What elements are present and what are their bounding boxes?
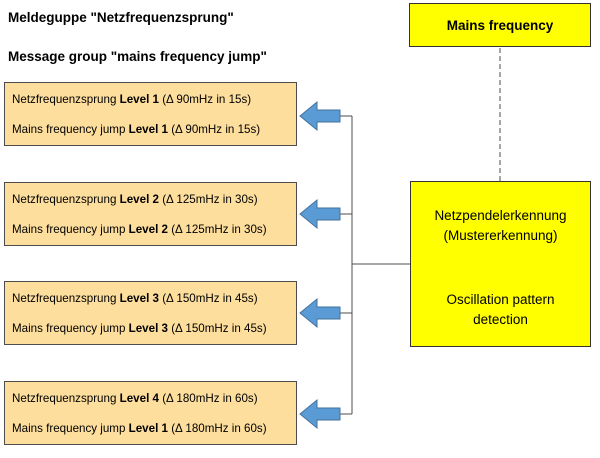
oscillation-detection-box: Netzpendelerkennung (Mustererkennung) Os…	[410, 181, 591, 347]
level-box-3: Netzfrequenzsprung Level 3 (Δ 150mHz in …	[4, 281, 297, 345]
arrow-left-icon	[299, 100, 341, 132]
level-1-german-text: Netzfrequenzsprung Level 1 (Δ 90mHz in 1…	[12, 93, 252, 106]
arrow-left-icon	[299, 198, 341, 230]
detection-line-english-1: Oscillation pattern	[446, 292, 555, 307]
level-1-english-text: Mains frequency jump Level 1 (Δ 90mHz in…	[12, 123, 261, 136]
level-2-english-text: Mains frequency jump Level 2 (Δ 125mHz i…	[12, 223, 267, 236]
level-2-german-text: Netzfrequenzsprung Level 2 (Δ 125mHz in …	[12, 193, 258, 206]
mains-frequency-box: Mains frequency	[409, 3, 591, 47]
level-3-german-text: Netzfrequenzsprung Level 3 (Δ 150mHz in …	[12, 292, 258, 305]
level-3-english-text: Mains frequency jump Level 3 (Δ 150mHz i…	[12, 322, 267, 335]
arrow-left-icon	[299, 297, 341, 329]
detection-line-english-2: detection	[473, 312, 528, 327]
level-4-english-text: Mains frequency jump Level 1 (Δ 180mHz i…	[12, 422, 267, 435]
level-box-1: Netzfrequenzsprung Level 1 (Δ 90mHz in 1…	[4, 82, 297, 146]
heading-english: Message group "mains frequency jump"	[8, 49, 267, 64]
level-4-german-text: Netzfrequenzsprung Level 4 (Δ 180mHz in …	[12, 392, 258, 405]
detection-line-german-1: Netzpendelerkennung	[434, 208, 567, 223]
mains-frequency-label: Mains frequency	[446, 17, 554, 33]
arrow-left-icon	[299, 398, 341, 430]
level-box-4: Netzfrequenzsprung Level 4 (Δ 180mHz in …	[4, 381, 297, 445]
heading-german: Meldeguppe "Netzfrequenzsprung"	[8, 10, 234, 25]
level-box-2: Netzfrequenzsprung Level 2 (Δ 125mHz in …	[4, 182, 297, 246]
detection-line-german-2: (Mustererkennung)	[443, 228, 558, 243]
